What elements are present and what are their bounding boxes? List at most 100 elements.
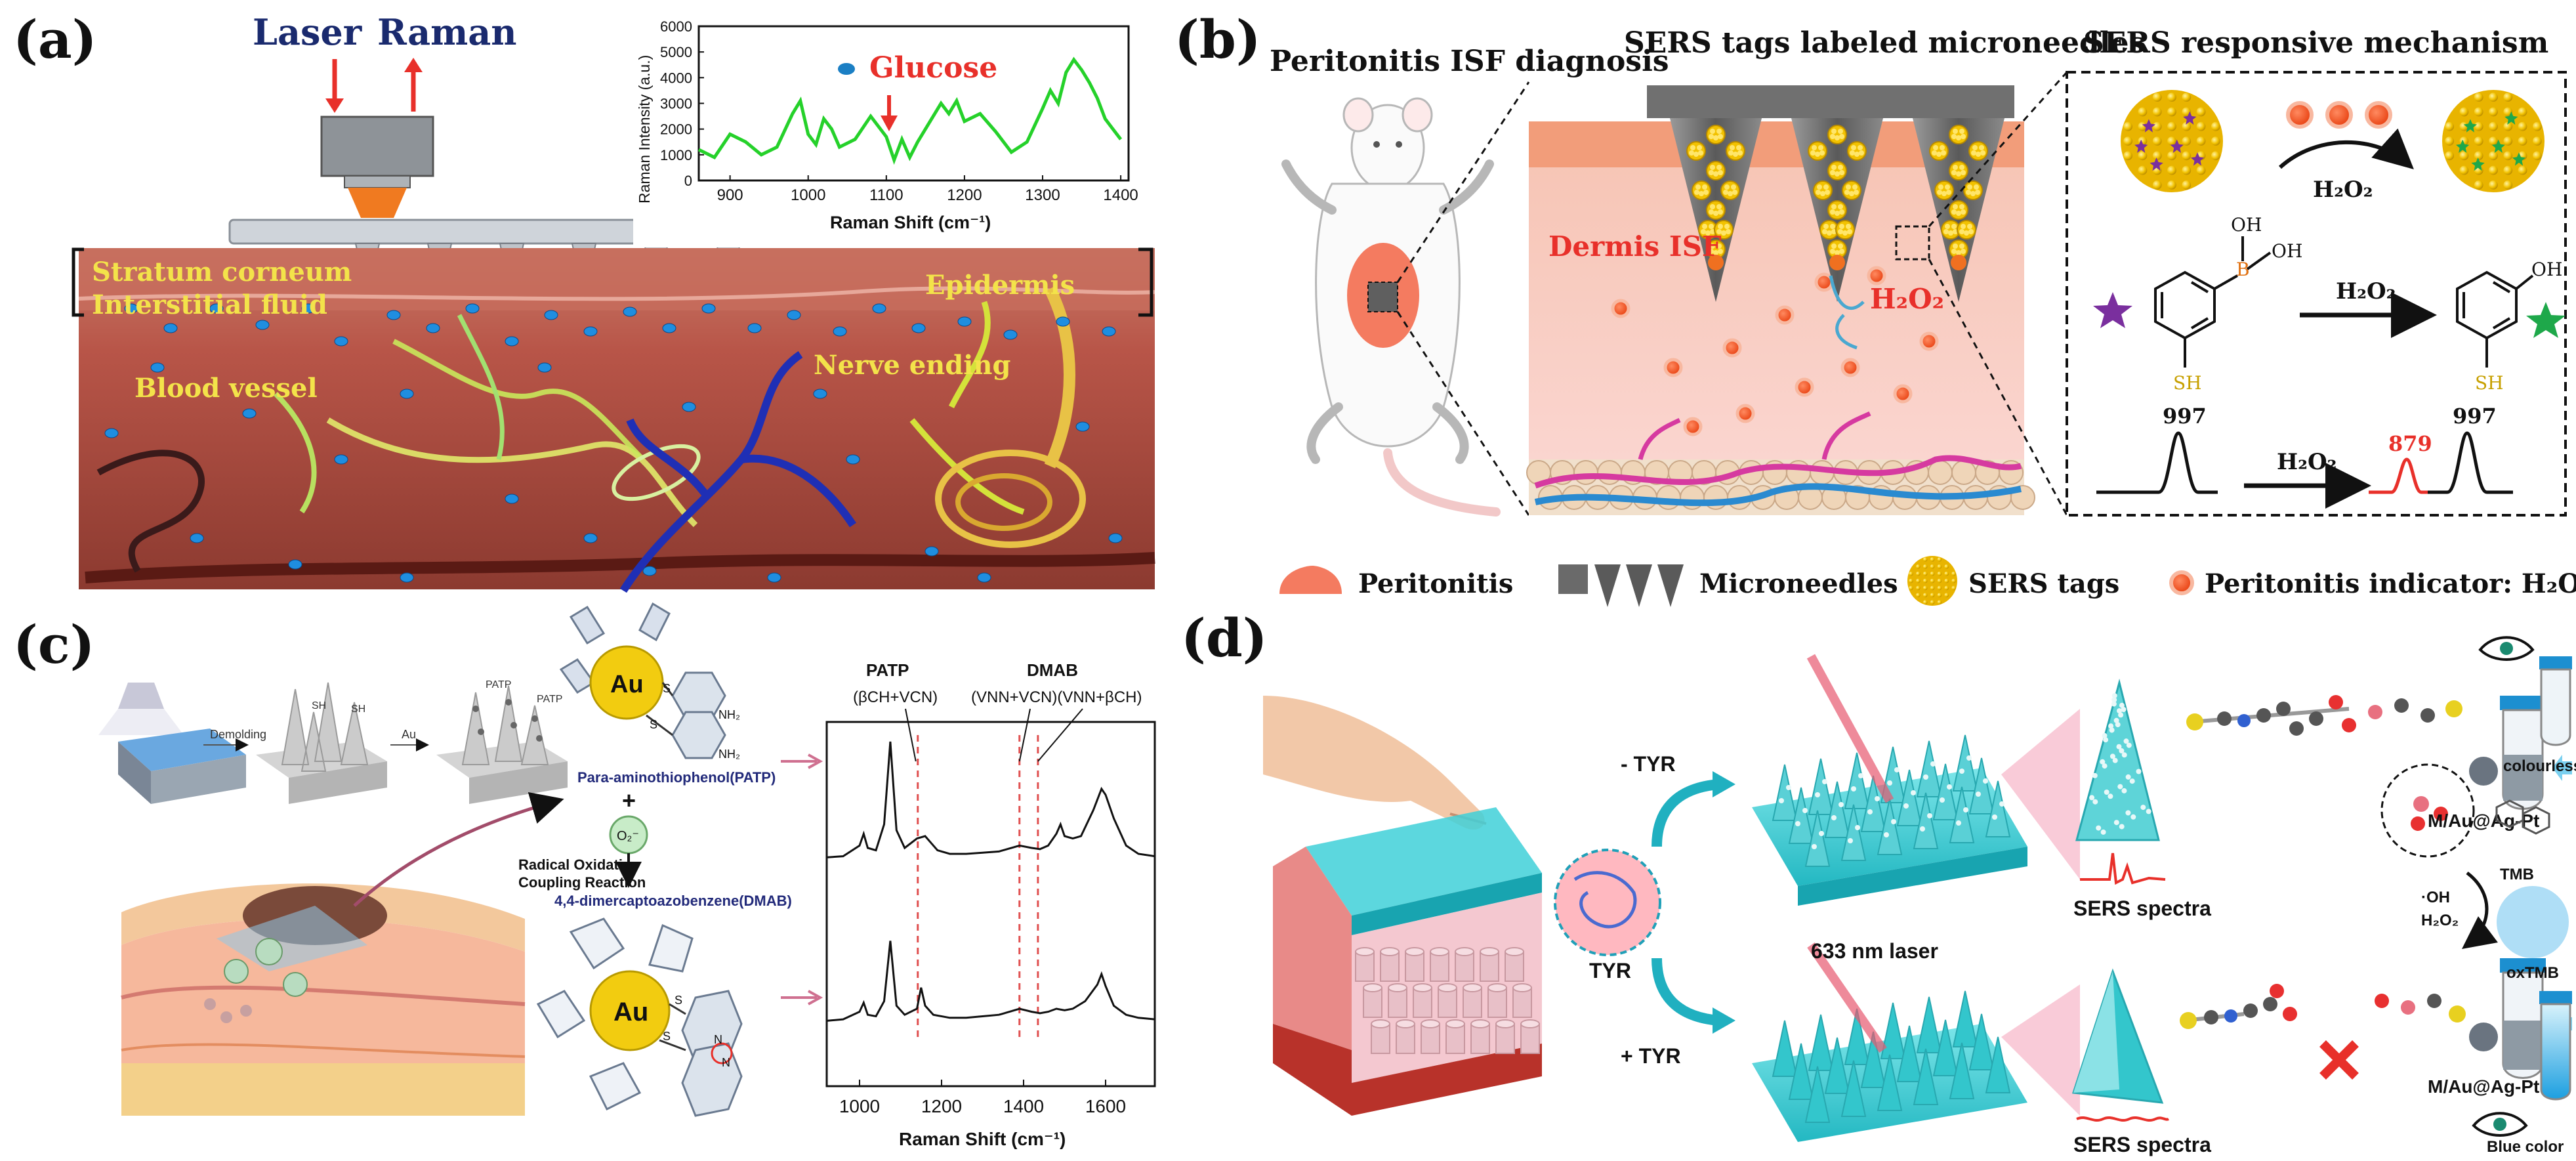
glucose-dot [334, 454, 348, 465]
coated-needles [1772, 734, 2011, 867]
legend-needles-icon [1594, 564, 1684, 607]
coated-needle [1808, 758, 1834, 815]
sers-spectra-label-2: SERS spectra [2073, 1133, 2211, 1156]
layer-interstitial-fluid: Interstitial fluid [92, 289, 327, 320]
glucose-dot [163, 323, 178, 333]
nh2-label-1: NH₂ [718, 708, 740, 721]
dmab-peak-label: DMAB [1027, 660, 1078, 680]
inset-plot-frame [697, 25, 1130, 182]
glucose-dot [1108, 533, 1123, 543]
sh-label-2: SH [351, 704, 365, 715]
sers-spectrum-peak [2080, 853, 2166, 885]
peak-997-before [2096, 431, 2218, 494]
glucose-dot [583, 326, 598, 337]
bare-needle [1968, 1013, 1995, 1070]
au-patp-complex [559, 602, 726, 759]
glucose-dot [544, 310, 558, 320]
coated-needle [1844, 752, 1870, 809]
glucose-dot [150, 362, 165, 373]
bare-needle [1804, 1066, 1831, 1123]
arrow-plus-tyr [1652, 958, 1720, 1026]
raman-probe [320, 116, 434, 218]
purple-star [2093, 292, 2132, 328]
patch-plus-tyr [1752, 942, 2027, 1142]
inset-x-tick-label: 900 [717, 186, 743, 204]
spectra-x-tick-label: 1400 [1003, 1096, 1044, 1116]
minus-tyr-label: - TYR [1621, 752, 1676, 776]
glucose-dot [334, 336, 348, 347]
coated-needle [1877, 798, 1903, 855]
h2o2-dot [1795, 377, 1814, 397]
layer-stratum-corneum: Stratum corneum [92, 257, 352, 287]
h2o2-dot [1867, 266, 1886, 285]
panel-a: (a) Laser Raman [13, 9, 1155, 593]
legend-sers-tags: SERS tags [1968, 568, 2119, 599]
glucose-dot [465, 303, 480, 314]
spectra-x-tick-label: 1000 [839, 1096, 880, 1116]
spectra-frame [825, 721, 1156, 1087]
panel-a-label: (a) [13, 9, 97, 70]
s-label-2: S [650, 718, 657, 731]
sers-spectra-label-1: SERS spectra [2073, 897, 2211, 920]
peak-997-after-label: 997 [2453, 404, 2497, 429]
h2o2-dot [1663, 358, 1683, 377]
green-star [2526, 302, 2566, 338]
patp-name: Para-aminothiophenol(PATP) [577, 769, 776, 786]
inset-x-tick-label: 1100 [869, 186, 904, 204]
glucose-dot [846, 454, 860, 465]
title-sers-microneedles: SERS tags labeled microneedles [1624, 26, 2145, 60]
nerve-ending [935, 285, 1086, 548]
h2o2-dot [1919, 331, 1939, 351]
raman-label: Raman [377, 11, 517, 53]
bare-needle [1808, 1014, 1834, 1071]
glucose-legend-marker [838, 63, 855, 75]
inset-x-tick-label: 1200 [947, 186, 982, 204]
n-label-1: N [714, 1033, 722, 1046]
oxtmb-label: oxTMB [2506, 964, 2559, 982]
glucose-dot [400, 389, 414, 399]
inset-x-tick-label: 1300 [1025, 186, 1060, 204]
coated-needle [1968, 757, 1995, 814]
molecule-right [2375, 994, 2466, 1023]
mold-step [98, 683, 246, 804]
panel-c: (c) Demolding SH SH Au PATP PATP [13, 602, 1156, 1149]
glucose-dot [623, 306, 637, 317]
panel-d-label: (d) [1181, 607, 1268, 669]
mechanism-arrow-1 [2278, 128, 2414, 170]
coated-needle [1804, 810, 1831, 867]
glucose-dot [505, 336, 519, 347]
legend-indicator-icon [2169, 570, 2194, 595]
boron-atom: B [2236, 259, 2250, 280]
layer-blood-vessel: Blood vessel [135, 373, 318, 404]
bare-needle [1932, 1019, 1959, 1076]
dmab-name: 4,4-dimercaptoazobenzene(DMAB) [554, 893, 792, 909]
inset-x-tick-label: 1000 [791, 186, 825, 204]
blue-color-label: Blue color [2487, 1138, 2564, 1156]
h2o2-dot [1840, 358, 1860, 377]
h2o2-dot [1893, 384, 1913, 404]
glucose-dot [747, 323, 762, 333]
inset-y-tick-label: 0 [684, 173, 692, 189]
bare-needle [1824, 1037, 1850, 1094]
glucose-dot [642, 566, 657, 576]
nh2-label-2: NH₂ [718, 748, 740, 761]
colourless-label: colourless [2503, 757, 2576, 775]
blue-vessel [619, 351, 856, 593]
boronic-thiophenol [2154, 236, 2272, 368]
tube-bottom [2500, 958, 2546, 1079]
h2o2-mechanism-1: H₂O₂ [2313, 177, 2373, 203]
patp-label-2: PATP [537, 694, 562, 705]
borate-ester-circle [2380, 763, 2475, 858]
bare-needle [1985, 1036, 2011, 1093]
glucose-legend: Glucose [869, 51, 997, 85]
h2o2-dot [1775, 305, 1795, 325]
bare-needle [1949, 1042, 1975, 1099]
eye-icon-bottom [2472, 1112, 2528, 1137]
inset-x-axis-label: Raman Shift (cm⁻¹) [830, 213, 991, 232]
sh-right: SH [2475, 372, 2504, 394]
bare-needle [1840, 1060, 1867, 1117]
peak-879-after [2369, 457, 2428, 494]
wound-skin-block [121, 792, 564, 1116]
glucose-dot [209, 303, 224, 314]
